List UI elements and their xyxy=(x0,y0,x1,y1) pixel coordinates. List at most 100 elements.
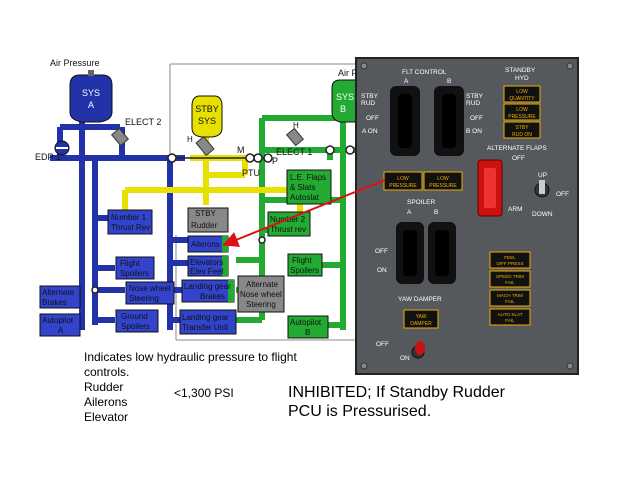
flt-b-label: B xyxy=(447,78,451,85)
spoiler-b-label: B xyxy=(434,209,438,216)
flight-spoilers-right-l2: Spoilers xyxy=(290,266,319,275)
stby-rud-left-l1: STBY xyxy=(361,93,379,100)
flt-b-low-pressure-l1: LOW xyxy=(437,176,449,182)
elevators-l1: Elevators xyxy=(190,258,223,267)
edp1-pump xyxy=(54,140,70,156)
lg-transfer-l1: Landing gear xyxy=(182,313,229,322)
auto-slat-l1: AUTO SLAT xyxy=(497,312,522,317)
spoiler-b-switch[interactable] xyxy=(428,222,456,284)
component-boxes: Number 1 Thrust Rev STBY Rudder Ailerons… xyxy=(39,169,332,339)
elevators-l2: Elev Feel xyxy=(190,267,224,276)
auto-slat-l2: FAIL xyxy=(505,318,515,323)
ground-spoilers-l1: Ground xyxy=(121,312,148,321)
flight-spoilers-left-l1: Flight xyxy=(120,259,140,268)
ailerons-box-label: Ailerons xyxy=(191,240,220,249)
alt-brakes-l1: Alternate xyxy=(42,288,75,297)
panel-labels: FLT CONTROL A B STANDBY HYD STBY RUD OFF… xyxy=(361,67,569,362)
nose-wheel-l1: Nose wheel xyxy=(129,284,171,293)
down-label: DOWN xyxy=(532,211,553,218)
stby-rud-right-l2: RUD xyxy=(466,100,480,107)
ground-spoilers-l2: Spoilers xyxy=(121,322,150,331)
flight-spoilers-right-l1: Flight xyxy=(292,256,312,265)
yaw-damper-light: YAW DAMPER xyxy=(403,309,439,329)
h-label-right: H xyxy=(293,121,299,130)
feel-diff-l1: FEEL xyxy=(504,255,516,260)
air-pressure-left: Air Pressure xyxy=(50,58,100,68)
landing-gear-l2: Brakes xyxy=(200,292,225,301)
note-inhibited-line1: INHIBITED; If Standby Rudder xyxy=(288,384,505,401)
le-flaps-l2: & Slats xyxy=(290,183,315,192)
note-psi: <1,300 PSI xyxy=(174,386,234,400)
spoiler-on: ON xyxy=(377,267,387,274)
standby-hyd-lights: LOW QUANTITY LOW PRESSURE STBY RUD ON xyxy=(503,85,541,139)
yaw-damper-label: YAW DAMPER xyxy=(398,296,442,303)
sys-a-line1: SYS xyxy=(82,88,100,98)
alt-brakes-l2: Brakes xyxy=(42,298,67,307)
sys-a-reservoir xyxy=(69,70,113,123)
stby-sys-reservoir xyxy=(191,95,223,138)
mach-trim-l1: MACH TRIM xyxy=(497,293,523,298)
speed-trim-l1: SPEED TRIM xyxy=(496,274,524,279)
elect2-pump xyxy=(110,127,130,147)
sys-b-line1: SYS xyxy=(336,92,354,102)
stby-sys-line1: STBY xyxy=(195,104,219,114)
stby-low-pressure-l2: PRESSURE xyxy=(508,114,536,120)
alt-flaps-off2: OFF xyxy=(556,191,569,198)
spoiler-a-label: A xyxy=(407,209,412,216)
elect2-label: ELECT 2 xyxy=(125,117,161,127)
speed-trim-l2: FAIL xyxy=(505,280,515,285)
trim-fail-lights: FEEL DIFF PRESS SPEED TRIM FAIL MACH TRI… xyxy=(489,251,531,326)
air-pressure-right: Air P xyxy=(338,68,358,78)
elect1-label: ELECT 1 xyxy=(276,147,312,157)
stby-rud-left-l2: RUD xyxy=(361,100,375,107)
autopilot-a-l2: A xyxy=(58,326,64,335)
nose-wheel-l2: Steering xyxy=(129,294,159,303)
alternate-flaps-guard[interactable] xyxy=(477,159,503,217)
sys-a-line2: A xyxy=(88,100,94,110)
autopilot-b-l1: Autopilot xyxy=(290,318,322,327)
low-quantity-l2: QUANTITY xyxy=(509,96,535,102)
b-on-label: B ON xyxy=(466,128,482,135)
alt-nose-l2: Nose wheel xyxy=(240,290,282,299)
num1-thrust-rev-l1: Number 1 xyxy=(111,213,147,222)
stby-rudder-l2: Rudder xyxy=(191,221,218,230)
edp1-label: EDP 1 xyxy=(35,152,61,162)
yaw-off: OFF xyxy=(376,341,389,348)
note-inhibited: INHIBITED; If Standby Rudder PCU is Pres… xyxy=(288,383,505,421)
stby-rud-right-l1: STBY xyxy=(466,93,484,100)
stby-sys-line2: SYS xyxy=(198,116,216,126)
up-label: UP xyxy=(538,172,547,179)
alternate-flaps-toggle[interactable] xyxy=(534,180,550,198)
low-quantity-l1: LOW xyxy=(516,89,528,95)
alternate-flaps-label: ALTERNATE FLAPS xyxy=(487,145,547,152)
flt-a-label: A xyxy=(404,78,409,85)
yaw-damper-switch[interactable] xyxy=(411,341,425,359)
alt-nose-l1: Alternate xyxy=(246,280,279,289)
standby-hyd-l2: HYD xyxy=(515,75,529,82)
flt-control-a-switch[interactable] xyxy=(390,86,420,156)
standby-lines xyxy=(122,135,303,212)
flt-a-low-pressure-l2: PRESSURE xyxy=(389,183,417,189)
flt-control-b-switch[interactable] xyxy=(434,86,464,156)
m-label: M xyxy=(237,145,245,155)
off-left: OFF xyxy=(366,115,379,122)
le-flaps-l1: L.E. Flaps xyxy=(290,173,326,182)
valves xyxy=(91,145,355,294)
stby-low-pressure-l1: LOW xyxy=(516,107,528,113)
stby-rud-on-l1: STBY xyxy=(515,125,529,131)
a-on-label: A ON xyxy=(362,128,378,135)
num1-thrust-rev-l2: Thrust Rev xyxy=(111,223,150,232)
off-right: OFF xyxy=(470,115,483,122)
flt-a-low-pressure-l1: LOW xyxy=(397,176,409,182)
autopilot-a-l1: Autopilot xyxy=(42,316,74,325)
lg-transfer-l2: Transfer Unit xyxy=(182,323,229,332)
num2-thrust-rev-l2: Thrust rev xyxy=(270,225,306,234)
flt-low-pressure-lights: LOW PRESSURE LOW PRESSURE xyxy=(383,171,463,191)
yaw-damper-light-l1: YAW xyxy=(416,314,427,320)
note-indicates: Indicates low hydraulic pressure to flig… xyxy=(84,350,297,364)
autopilot-b-l2: B xyxy=(305,328,310,337)
le-flaps-l3: Autoslat xyxy=(290,193,320,202)
landing-gear-l1: Landing gear xyxy=(184,282,231,291)
sys-b-line2: B xyxy=(340,104,346,114)
spoiler-a-switch[interactable] xyxy=(396,222,424,284)
